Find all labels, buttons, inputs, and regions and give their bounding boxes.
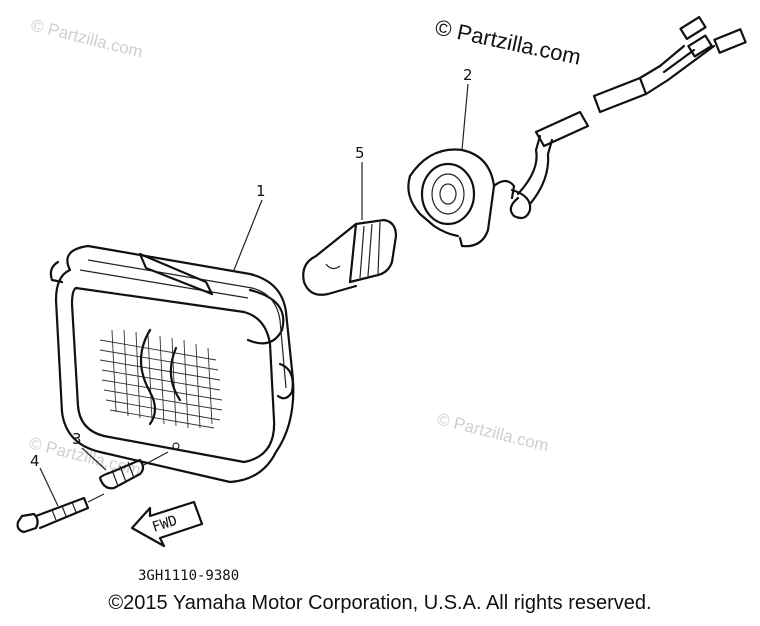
adjust-spring [98, 451, 169, 490]
lens-pattern [99, 329, 223, 429]
callout-line-4 [39, 467, 59, 507]
watermark-top-left: © Partzilla.com [29, 15, 145, 61]
headlight-unit [49, 244, 295, 484]
callout-line-1 [233, 199, 263, 271]
callout-line-2 [461, 83, 469, 151]
callout-3: 3 [72, 430, 82, 448]
watermark-top-right: © Partzilla.com [433, 14, 583, 69]
callout-line-3 [81, 447, 107, 471]
copyright-notice: ©2015 Yamaha Motor Corporation, U.S.A. A… [108, 592, 652, 614]
fwd-label: FWD [150, 513, 179, 536]
callout-4: 4 [30, 452, 40, 470]
bulb [302, 218, 398, 296]
watermark-mid-right: © Partzilla.com [435, 409, 551, 455]
adjust-screw [16, 493, 105, 534]
bulb-socket [407, 15, 747, 248]
callout-1: 1 [256, 182, 266, 200]
callout-5: 5 [355, 144, 365, 162]
callout-2: 2 [463, 66, 473, 84]
fwd-arrow: FWD [130, 500, 204, 548]
diagram-code: 3GH1110-9380 [138, 568, 239, 584]
